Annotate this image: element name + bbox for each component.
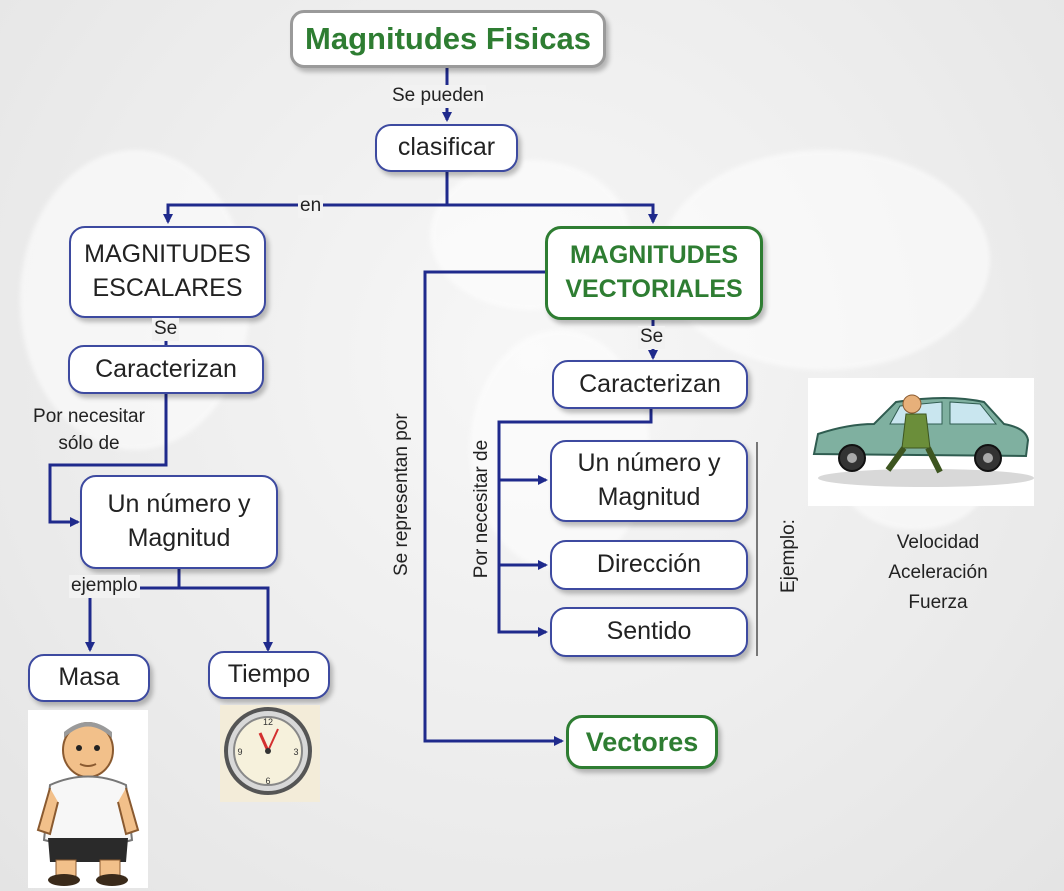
link-characterize-number <box>48 394 168 527</box>
link-vector-vectores <box>423 270 564 746</box>
svg-text:3: 3 <box>293 747 298 757</box>
classify-label: clasificar <box>397 133 496 162</box>
label-example: ejemplo <box>69 575 140 598</box>
direction-node[interactable]: Dirección <box>550 540 748 590</box>
sense-node[interactable]: Sentido <box>550 607 748 657</box>
example-item: Aceleración <box>888 562 988 583</box>
scalar-characterize-node[interactable]: Caracterizan <box>68 345 264 394</box>
vector-label: MAGNITUDES VECTORIALES <box>565 241 743 303</box>
scalar-number-label: Un número y Magnitud <box>107 490 251 552</box>
example-item: Fuerza <box>908 592 968 613</box>
svg-text:12: 12 <box>263 717 273 727</box>
vectors-node[interactable]: Vectores <box>566 715 718 769</box>
vector-node[interactable]: MAGNITUDES VECTORIALES <box>545 226 763 320</box>
label-can-be: Se pueden <box>390 85 486 108</box>
label-se-left: Se <box>152 318 180 341</box>
sense-label: Sentido <box>606 617 692 646</box>
vector-characterize-node[interactable]: Caracterizan <box>552 360 748 409</box>
scalar-number-node[interactable]: Un número y Magnitud <box>80 475 278 569</box>
root-label: Magnitudes Fisicas <box>305 21 591 57</box>
label-se-right: Se <box>638 326 666 349</box>
vector-characterize-label: Caracterizan <box>579 369 721 398</box>
root-node[interactable]: Magnitudes Fisicas <box>290 10 606 68</box>
scalar-label: MAGNITUDES ESCALARES <box>84 240 251 302</box>
label-represented-by: Se representan por <box>391 413 412 576</box>
time-label: Tiempo <box>227 660 311 689</box>
scalar-characterize-label: Caracterizan <box>95 354 237 383</box>
car-illustration <box>808 378 1034 506</box>
mass-node[interactable]: Masa <box>28 654 150 702</box>
vectors-label: Vectores <box>585 726 699 757</box>
examples-list: Velocidad Aceleración Fuerza <box>860 528 1016 618</box>
label-in: en <box>298 195 324 218</box>
label-example-colon: Ejemplo: <box>778 519 799 593</box>
mass-label: Masa <box>58 663 120 692</box>
vector-number-label: Un número y Magnitud <box>577 449 721 511</box>
scalar-node[interactable]: MAGNITUDES ESCALARES <box>69 226 266 318</box>
classify-node[interactable]: clasificar <box>375 124 518 172</box>
example-item: Velocidad <box>896 532 980 553</box>
time-node[interactable]: Tiempo <box>208 651 330 699</box>
svg-text:9: 9 <box>237 747 242 757</box>
link-split-vector <box>447 203 658 224</box>
link-characterize-needs <box>497 409 653 637</box>
clock-icon: 12 3 6 9 <box>220 705 320 802</box>
link-number-tiempo <box>179 586 273 652</box>
svg-text:6: 6 <box>265 776 270 786</box>
person-illustration <box>28 710 148 888</box>
direction-label: Dirección <box>596 550 702 579</box>
label-only-need: Por necesitar sólo de <box>33 406 145 454</box>
label-needs: Por necesitar de <box>471 439 492 579</box>
vector-number-node[interactable]: Un número y Magnitud <box>550 440 748 522</box>
